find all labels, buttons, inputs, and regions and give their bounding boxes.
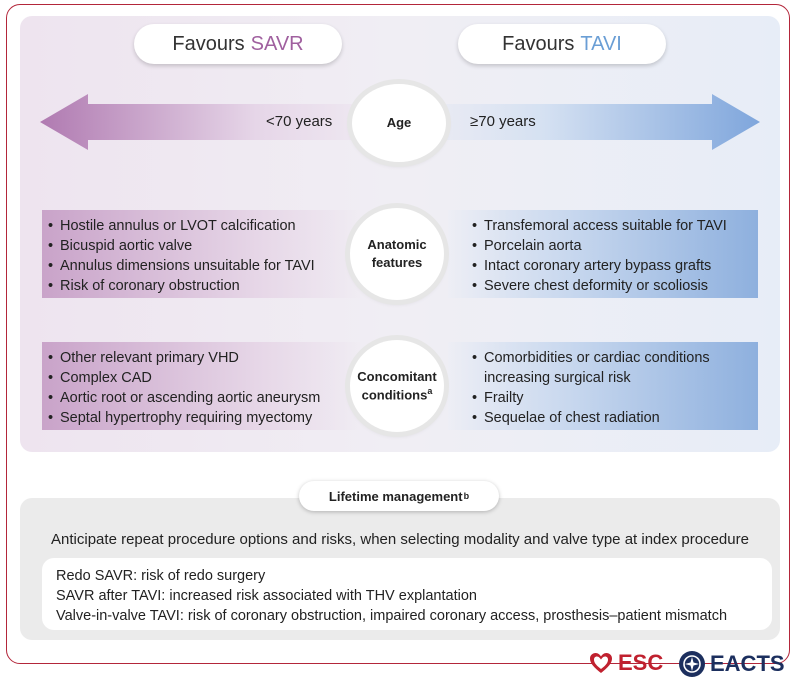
anatomic-circle: Anatomic features xyxy=(350,208,444,300)
favours-savr-prefix: Favours xyxy=(172,32,245,55)
concomitant-tavi-item: Frailty xyxy=(472,388,758,408)
anatomic-label-line2: features xyxy=(371,255,423,270)
age-right-label: ≥70 years xyxy=(470,113,536,130)
favours-savr-pill: Favours SAVR xyxy=(134,24,342,64)
anatomic-savr-box: Hostile annulus or LVOT calcification Bi… xyxy=(42,210,360,298)
concomitant-label-line1: Concomitant xyxy=(357,368,437,384)
age-circle: Age xyxy=(352,84,446,162)
concomitant-circle: Concomitant conditionsa xyxy=(350,340,444,432)
concomitant-tavi-item: Sequelae of chest radiation xyxy=(472,408,758,428)
anatomic-savr-item: Bicuspid aortic valve xyxy=(48,236,360,256)
eacts-logo-text: EACTS xyxy=(710,651,785,676)
favours-tavi-prefix: Favours xyxy=(502,32,575,55)
concomitant-savr-box: Other relevant primary VHD Complex CAD A… xyxy=(42,342,360,430)
anatomic-tavi-item: Transfemoral access suitable for TAVI xyxy=(472,216,758,236)
concomitant-tavi-item: Comorbidities or cardiac conditions xyxy=(472,348,758,368)
esc-logo-text: ESC xyxy=(618,650,664,675)
concomitant-footnote-marker: a xyxy=(427,386,433,397)
lifetime-details-box: Redo SAVR: risk of redo surgery SAVR aft… xyxy=(42,558,772,630)
age-left-label: <70 years xyxy=(266,113,333,130)
concomitant-tavi-box: Comorbidities or cardiac conditions incr… xyxy=(448,342,758,430)
lifetime-detail-line: SAVR after TAVI: increased risk associat… xyxy=(56,588,477,604)
esc-logo: ESC xyxy=(588,650,663,676)
eacts-logo: EACTS xyxy=(678,650,785,678)
concomitant-label-line2: conditions xyxy=(361,387,428,403)
concomitant-tavi-item-continued: increasing surgical risk xyxy=(484,370,631,386)
favours-savr-highlight: SAVR xyxy=(250,32,304,55)
anatomic-tavi-item: Porcelain aorta xyxy=(472,236,758,256)
anatomic-tavi-box: Transfemoral access suitable for TAVI Po… xyxy=(448,210,758,298)
concomitant-savr-item: Other relevant primary VHD xyxy=(48,348,360,368)
concomitant-savr-item: Aortic root or ascending aortic aneurysm xyxy=(48,388,360,408)
favours-tavi-highlight: TAVI xyxy=(580,32,622,55)
lifetime-detail-line: Redo SAVR: risk of redo surgery xyxy=(56,568,266,584)
age-circle-label: Age xyxy=(386,115,412,131)
anatomic-savr-item: Risk of coronary obstruction xyxy=(48,276,360,296)
anatomic-label-line1: Anatomic xyxy=(367,237,427,253)
anatomic-savr-item: Annulus dimensions unsuitable for TAVI xyxy=(48,256,360,276)
eacts-emblem-icon xyxy=(679,651,705,677)
anatomic-savr-item: Hostile annulus or LVOT calcification xyxy=(48,216,360,236)
figure-frame xyxy=(6,4,790,664)
concomitant-savr-item: Complex CAD xyxy=(48,368,360,388)
esc-heart-icon xyxy=(590,653,612,673)
favours-tavi-pill: Favours TAVI xyxy=(458,24,666,64)
lifetime-footnote-marker: b xyxy=(463,491,470,501)
lifetime-management-title: Lifetime management xyxy=(328,488,463,504)
concomitant-savr-item: Septal hypertrophy requiring myectomy xyxy=(48,408,360,428)
lifetime-detail-line: Valve-in-valve TAVI: risk of coronary ob… xyxy=(56,608,728,624)
anatomic-tavi-item: Intact coronary artery bypass grafts xyxy=(472,256,758,276)
lifetime-anticipate-text: Anticipate repeat procedure options and … xyxy=(51,531,749,548)
anatomic-tavi-item: Severe chest deformity or scoliosis xyxy=(472,276,758,296)
